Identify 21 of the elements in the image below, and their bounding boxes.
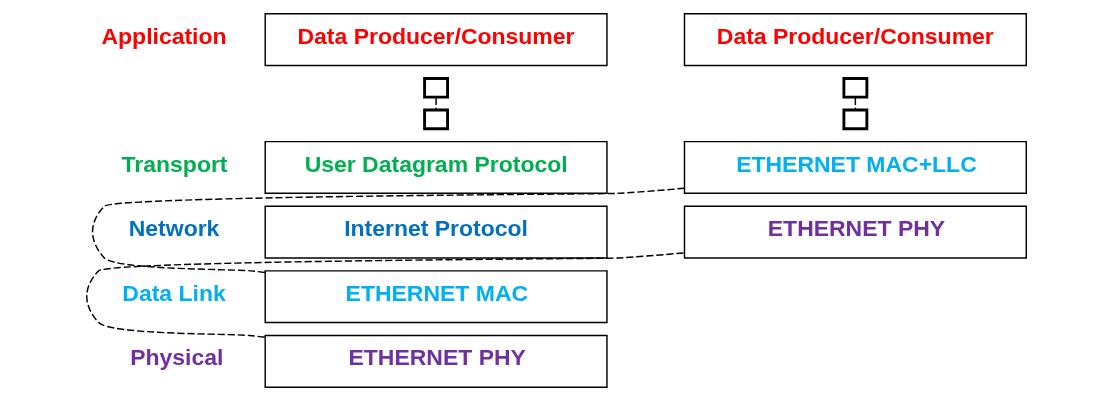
node-box: Data Producer/Consumer xyxy=(683,13,1027,67)
node-box: Data Producer/Consumer xyxy=(264,13,608,67)
connector xyxy=(854,96,857,111)
node-box: User Datagram Protocol xyxy=(264,140,608,195)
connector xyxy=(435,96,437,111)
label: Network xyxy=(128,215,220,242)
connector xyxy=(91,187,686,274)
label: Application xyxy=(101,22,227,49)
node-box xyxy=(423,77,449,99)
node-box: ETHERNET PHY xyxy=(264,334,608,388)
connector xyxy=(86,252,686,338)
node-box: ETHERNET MAC+LLC xyxy=(683,140,1027,195)
node-box: ETHERNET PHY xyxy=(683,205,1027,259)
node-box xyxy=(842,77,869,99)
node-box: Internet Protocol xyxy=(264,205,608,259)
label: Physical xyxy=(130,344,224,371)
node-box: ETHERNET MAC xyxy=(264,270,608,324)
label: Transport xyxy=(121,150,228,177)
node-box xyxy=(842,108,869,131)
node-box xyxy=(423,108,449,131)
label: Data Link xyxy=(122,279,226,306)
